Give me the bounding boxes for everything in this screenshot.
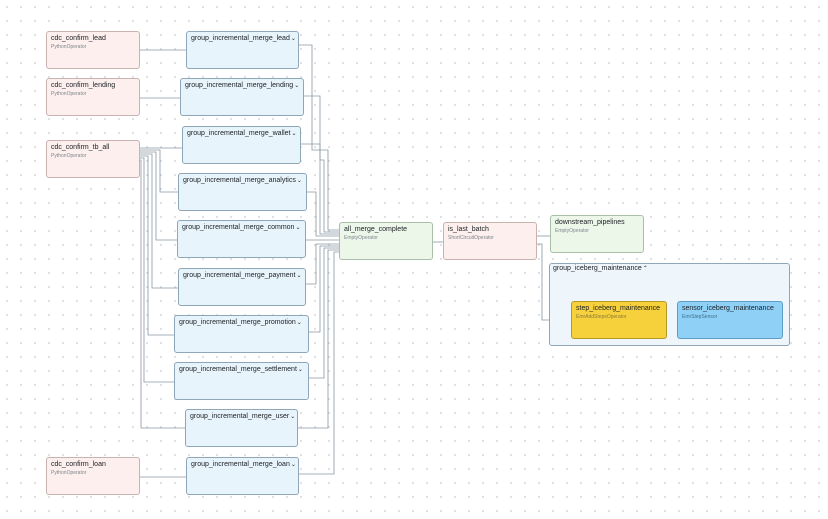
task-step-iceberg-maintenance[interactable]: step_iceberg_maintenance EmrAddStepsOper… xyxy=(571,301,667,339)
group-label: group_incremental_merge_analytics xyxy=(183,177,296,184)
task-sensor-iceberg-maintenance[interactable]: sensor_iceberg_maintenance EmrStepSensor xyxy=(677,301,783,339)
group-label: group_incremental_merge_wallet xyxy=(187,130,291,137)
edge-group-lending-to-all xyxy=(304,95,339,233)
edge-tb-to-common xyxy=(140,151,177,241)
edge-tb-to-settlement xyxy=(140,157,174,383)
chevron-up-icon[interactable]: ⌃ xyxy=(642,266,648,272)
task-label: downstream_pipelines xyxy=(555,219,625,226)
task-operator: EmrStepSensor xyxy=(682,314,718,320)
task-label: step_iceberg_maintenance xyxy=(576,305,661,312)
group-incremental-merge-user[interactable]: group_incremental_merge_user⌄ xyxy=(185,409,298,447)
group-incremental-merge-common[interactable]: group_incremental_merge_common⌄ xyxy=(177,220,306,258)
chevron-down-icon[interactable]: ⌄ xyxy=(296,178,302,184)
group-label: group_incremental_merge_settlement xyxy=(179,366,297,373)
edge-tb-to-analytics xyxy=(140,149,178,193)
edge-group-settlement-to-all xyxy=(309,247,339,379)
edge-group-loan-to-all xyxy=(298,251,339,475)
task-cdc-confirm-tb-all[interactable]: cdc_confirm_tb_all PythonOperator xyxy=(46,140,140,178)
group-incremental-merge-analytics[interactable]: group_incremental_merge_analytics⌄ xyxy=(178,173,307,211)
task-operator: PythonOperator xyxy=(51,470,87,476)
task-label: cdc_confirm_lead xyxy=(51,35,106,42)
edge-tb-to-promotion xyxy=(140,155,174,336)
group-label: group_incremental_merge_payment xyxy=(183,272,296,279)
task-operator: PythonOperator xyxy=(51,91,87,97)
edge-group-payment-to-all xyxy=(306,243,339,285)
chevron-down-icon[interactable]: ⌄ xyxy=(297,367,303,373)
group-label: group_iceberg_maintenance xyxy=(553,265,642,272)
task-all-merge-complete[interactable]: all_merge_complete EmptyOperator xyxy=(339,222,433,260)
chevron-down-icon[interactable]: ⌄ xyxy=(291,131,297,137)
group-incremental-merge-loan[interactable]: group_incremental_merge_loan⌄ xyxy=(186,457,299,495)
edge-tb-to-payment xyxy=(140,153,178,289)
edge-group-wallet-to-all xyxy=(300,143,339,235)
task-operator: PythonOperator xyxy=(51,44,87,50)
task-operator: EmptyOperator xyxy=(344,235,378,241)
task-cdc-confirm-lead[interactable]: cdc_confirm_lead PythonOperator xyxy=(46,31,140,69)
chevron-down-icon[interactable]: ⌄ xyxy=(290,36,296,42)
task-label: cdc_confirm_loan xyxy=(51,461,106,468)
group-incremental-merge-wallet[interactable]: group_incremental_merge_wallet⌄ xyxy=(182,126,301,164)
chevron-down-icon[interactable]: ⌄ xyxy=(294,83,300,89)
task-label: is_last_batch xyxy=(448,226,489,233)
edge-group-user-to-all xyxy=(298,249,339,429)
group-label: group_incremental_merge_user xyxy=(190,413,290,420)
edge-group-analytics-to-all xyxy=(306,191,339,237)
task-label: cdc_confirm_lending xyxy=(51,82,116,89)
chevron-down-icon[interactable]: ⌄ xyxy=(290,414,296,420)
chevron-down-icon[interactable]: ⌄ xyxy=(296,273,302,279)
task-operator: PythonOperator xyxy=(51,153,87,159)
group-incremental-merge-payment[interactable]: group_incremental_merge_payment⌄ xyxy=(178,268,306,306)
task-downstream-pipelines[interactable]: downstream_pipelines EmptyOperator xyxy=(550,215,644,253)
group-label: group_incremental_merge_loan xyxy=(191,461,290,468)
task-is-last-batch[interactable]: is_last_batch ShortCircuitOperator xyxy=(443,222,537,260)
chevron-down-icon[interactable]: ⌄ xyxy=(295,225,301,231)
group-label: group_incremental_merge_lending xyxy=(185,82,294,89)
task-cdc-confirm-lending[interactable]: cdc_confirm_lending PythonOperator xyxy=(46,78,140,116)
group-incremental-merge-settlement[interactable]: group_incremental_merge_settlement⌄ xyxy=(174,362,309,400)
group-incremental-merge-lending[interactable]: group_incremental_merge_lending⌄ xyxy=(180,78,304,116)
edge-tb-to-user xyxy=(140,159,185,429)
task-operator: EmrAddStepsOperator xyxy=(576,314,627,320)
task-label: sensor_iceberg_maintenance xyxy=(682,305,774,312)
task-label: cdc_confirm_tb_all xyxy=(51,144,110,151)
chevron-down-icon[interactable]: ⌄ xyxy=(290,462,296,468)
chevron-down-icon[interactable]: ⌄ xyxy=(296,320,302,326)
group-label: group_incremental_merge_lead xyxy=(191,35,290,42)
group-label: group_incremental_merge_common xyxy=(182,224,295,231)
task-operator: EmptyOperator xyxy=(555,228,589,234)
task-label: all_merge_complete xyxy=(344,226,408,233)
group-incremental-merge-promotion[interactable]: group_incremental_merge_promotion⌄ xyxy=(174,315,309,353)
edge-group-promotion-to-all xyxy=(309,245,339,333)
group-label: group_incremental_merge_promotion xyxy=(179,319,296,326)
task-operator: ShortCircuitOperator xyxy=(448,235,494,241)
group-incremental-merge-lead[interactable]: group_incremental_merge_lead⌄ xyxy=(186,31,299,69)
task-cdc-confirm-loan[interactable]: cdc_confirm_loan PythonOperator xyxy=(46,457,140,495)
